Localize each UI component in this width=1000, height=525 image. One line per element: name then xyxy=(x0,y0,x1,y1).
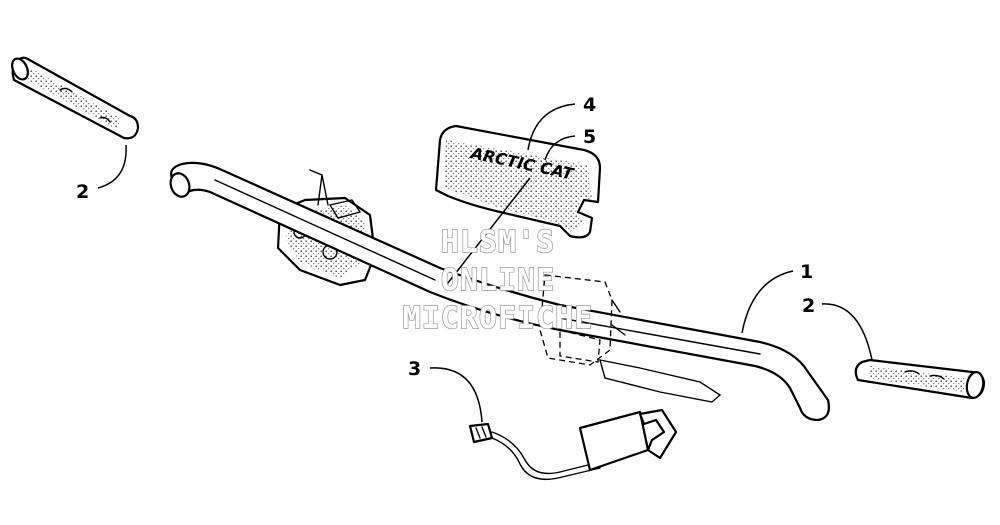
watermark-line-3: MICROFICHE xyxy=(403,301,594,336)
watermark-line-2: ONLINE xyxy=(441,263,555,298)
watermark: HLSM'S ONLINE MICROFICHE xyxy=(402,224,594,336)
callout-3: 3 xyxy=(408,358,421,380)
leader-lines xyxy=(97,103,873,423)
watermark-line-1: HLSM'S xyxy=(441,225,555,260)
heater-wiring-harness xyxy=(468,408,678,481)
handlebar-pad: ARCTIC CAT xyxy=(434,124,602,239)
callout-2-left: 2 xyxy=(76,181,89,203)
callout-1: 1 xyxy=(800,261,813,283)
brake-lever-assembly xyxy=(539,274,722,403)
callout-2-right: 2 xyxy=(802,295,815,317)
callout-5: 5 xyxy=(583,126,596,148)
handlebar xyxy=(169,161,830,422)
right-hand-grip xyxy=(854,358,986,400)
left-hand-grip xyxy=(11,56,140,140)
callout-4: 4 xyxy=(583,94,596,116)
